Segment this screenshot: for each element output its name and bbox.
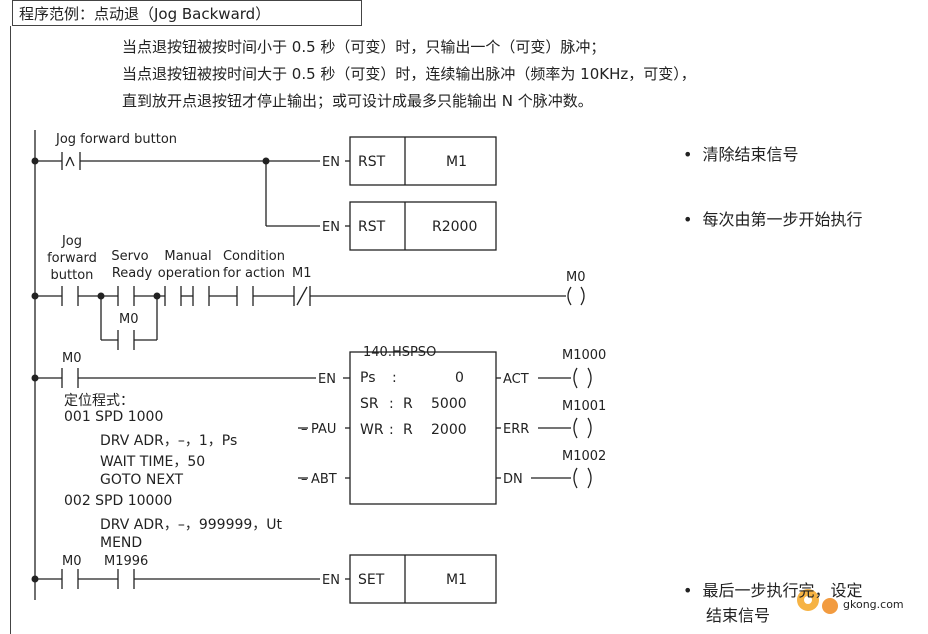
program-line: WAIT TIME，50 [100, 454, 206, 470]
cond-label-1: Condition [223, 249, 285, 264]
program-line: MEND [100, 535, 143, 551]
m1001-coil-label: M1001 [562, 399, 606, 414]
program-line: 001 SPD 1000 [64, 409, 164, 425]
m1002-coil-label: M1002 [562, 449, 606, 464]
ps-label: Ps [360, 370, 376, 386]
bullet-icon: • [683, 581, 693, 600]
jog-label-1: Jog [61, 234, 82, 249]
program-line: DRV ADR，–，1，Ps [100, 433, 238, 449]
m0-coil-label: M0 [566, 270, 586, 285]
page-title: 程序范例：点动退（Jog Backward） [12, 0, 362, 26]
note-set-end-signal: •最后一步执行完，设定 [683, 581, 863, 600]
intro-line-3: 直到放开点退按钮才停止输出；或可设计成最多只能输出 N 个脉冲数。 [122, 92, 593, 110]
hspso-title: 140.HSPSO [363, 345, 436, 360]
cond-label-2: for action [223, 266, 285, 281]
rst1-arg: M1 [446, 154, 467, 170]
hspso-en: EN [318, 372, 336, 387]
m1-contact-label: M1 [292, 266, 312, 281]
set-op: SET [358, 572, 385, 588]
left-border [10, 26, 11, 634]
ps-colon: : [392, 370, 397, 386]
dn-output: DN [503, 472, 523, 487]
note-start-from-step-one: •每次由第一步开始执行 [683, 210, 863, 229]
rst2-arg: R2000 [432, 219, 477, 235]
program-heading: 定位程式： [64, 393, 134, 409]
rst2-en: EN [322, 220, 340, 235]
set-arg: M1 [446, 572, 467, 588]
m0-contact2-label: M0 [62, 554, 82, 569]
sr-value: 5000 [431, 396, 467, 412]
act-output: ACT [503, 372, 529, 387]
ps-value: 0 [455, 370, 464, 386]
hspso-abt: ABT [311, 472, 337, 487]
hspso-pau: PAU [311, 422, 336, 437]
jog-label-2: forward [47, 251, 97, 266]
rst-m1-box [349, 136, 497, 186]
set-en: EN [322, 573, 340, 588]
jog-forward-label: Jog forward button [55, 132, 177, 147]
svg-text:–: – [301, 472, 308, 487]
wr-sep: : [389, 422, 394, 438]
manual-label-1: Manual [164, 249, 211, 264]
watermark-text: gkong.com [843, 598, 904, 611]
program-line: GOTO NEXT [100, 472, 184, 488]
manual-label-2: operation [158, 266, 220, 281]
svg-text:–: – [301, 422, 308, 437]
servo-label-1: Servo [111, 249, 148, 264]
rst-r2000-box [349, 201, 497, 251]
wr-value: 2000 [431, 422, 467, 438]
program-line: DRV ADR，–，999999，Ut [100, 517, 283, 533]
m1000-coil-label: M1000 [562, 348, 606, 363]
servo-label-2: Ready [112, 266, 153, 281]
sr-reg: R [403, 396, 413, 412]
program-line: 002 SPD 10000 [64, 493, 173, 509]
err-output: ERR [503, 422, 529, 437]
rst2-op: RST [358, 219, 386, 235]
m0-contact-label: M0 [62, 351, 82, 366]
note-clear-end-signal: •清除结束信号 [683, 145, 799, 164]
wr-reg: R [403, 422, 413, 438]
note-set-end-signal-2: 结束信号 [706, 606, 771, 625]
bullet-icon: • [683, 145, 693, 164]
gkong-logo: gkong.com [797, 589, 904, 614]
wr-label: WR [360, 422, 384, 438]
rst1-op: RST [358, 154, 386, 170]
set-m1-box [349, 554, 497, 604]
m1996-contact-label: M1996 [104, 554, 148, 569]
sr-label: SR [360, 396, 379, 412]
intro-line-2: 当点退按钮被按时间大于 0.5 秒（可变）时，连续输出脉冲（频率为 10KHz，… [122, 65, 696, 83]
rst1-en: EN [322, 155, 340, 170]
m1-nc-slash [296, 286, 308, 306]
jog-label-3: button [51, 268, 94, 283]
m0-parallel-label: M0 [119, 312, 139, 327]
intro-line-1: 当点退按钮被按时间小于 0.5 秒（可变）时，只输出一个（可变）脉冲； [122, 38, 606, 56]
bullet-icon: • [683, 210, 693, 229]
sr-sep: : [389, 396, 394, 412]
